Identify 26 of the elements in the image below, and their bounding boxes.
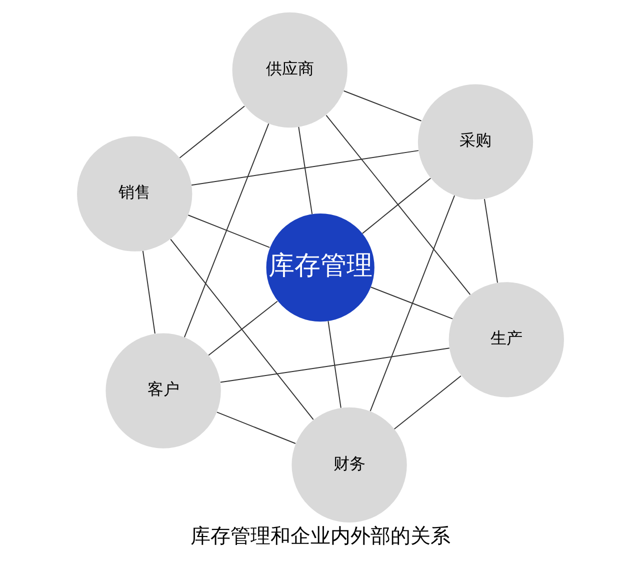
- connector: [208, 300, 278, 356]
- connector: [327, 320, 341, 408]
- caption: 库存管理和企业内外部的关系: [190, 524, 450, 548]
- node-circle: 供应商: [232, 12, 347, 128]
- node-circle: 生产: [448, 282, 564, 398]
- connector: [361, 178, 431, 234]
- node-circle: 采购: [417, 84, 533, 200]
- connector: [170, 238, 314, 420]
- node-circle: 库存管理: [266, 213, 374, 322]
- node-circle: 客户: [105, 333, 220, 448]
- connector: [178, 106, 245, 158]
- connector: [393, 375, 461, 430]
- connector: [183, 123, 269, 338]
- connector: [483, 198, 498, 284]
- connector: [325, 114, 470, 296]
- node-circle: 财务: [291, 407, 406, 523]
- connector: [370, 286, 453, 320]
- connector: [190, 150, 418, 186]
- connector: [219, 348, 450, 383]
- node-circle: 销售: [76, 136, 192, 252]
- connector: [369, 195, 455, 412]
- connector: [187, 214, 270, 248]
- connector: [216, 412, 296, 444]
- connector: [298, 126, 312, 215]
- connector: [142, 250, 155, 334]
- connector: [342, 90, 422, 122]
